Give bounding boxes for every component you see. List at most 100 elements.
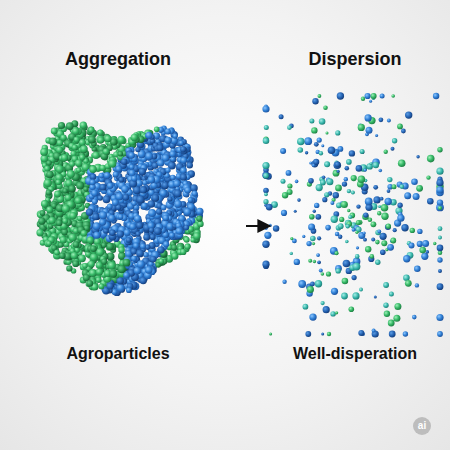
particle — [179, 140, 184, 145]
particle — [326, 132, 329, 135]
particle — [380, 249, 386, 255]
particle — [60, 236, 67, 243]
particle — [379, 169, 383, 173]
particle — [436, 168, 443, 175]
particle — [352, 292, 359, 299]
particle — [88, 260, 95, 267]
particle — [315, 280, 322, 287]
particle — [304, 137, 312, 145]
particle — [74, 137, 80, 143]
particle — [88, 136, 96, 144]
particle — [150, 234, 156, 240]
particle — [397, 214, 404, 221]
particle — [298, 280, 306, 288]
particle — [123, 194, 130, 201]
particle — [46, 241, 52, 247]
particle — [342, 181, 347, 186]
particle — [416, 155, 419, 158]
particle — [422, 240, 429, 247]
particle — [185, 244, 191, 250]
particle — [380, 94, 385, 99]
particle — [437, 245, 444, 252]
particle — [369, 100, 372, 103]
particle — [263, 173, 269, 179]
particle — [123, 259, 131, 267]
particle — [150, 256, 157, 263]
particle — [118, 265, 126, 273]
particle — [421, 253, 428, 260]
particle — [344, 177, 348, 181]
particle — [438, 226, 443, 231]
particle — [387, 177, 392, 182]
particle — [331, 288, 338, 295]
particle — [134, 267, 141, 274]
particle — [318, 94, 322, 98]
particle — [282, 192, 288, 198]
particle — [113, 171, 119, 177]
particle — [414, 266, 421, 273]
particle — [136, 231, 141, 236]
particle — [335, 311, 338, 314]
particle — [67, 170, 75, 178]
particle — [371, 93, 377, 99]
particle — [306, 241, 311, 246]
particle — [97, 137, 104, 144]
particle — [353, 263, 361, 271]
particle — [44, 166, 50, 172]
particle — [389, 331, 396, 338]
particle — [387, 119, 391, 123]
particle — [99, 284, 105, 290]
particle — [88, 245, 96, 253]
particle — [131, 175, 137, 181]
particle — [117, 284, 125, 292]
process-arrow — [246, 225, 270, 227]
particle — [349, 150, 355, 156]
particle — [403, 255, 410, 262]
particle — [126, 237, 131, 242]
particle — [112, 199, 119, 206]
particle — [180, 167, 186, 173]
particle — [96, 268, 103, 275]
aggregate-cluster — [36, 120, 203, 296]
particle — [317, 138, 322, 143]
particle — [124, 229, 131, 236]
particle — [104, 135, 111, 142]
particle — [38, 218, 45, 225]
particle — [365, 93, 371, 99]
particle — [93, 222, 101, 230]
particle — [437, 283, 444, 290]
particle — [436, 186, 443, 193]
particle — [381, 240, 387, 246]
particle — [364, 169, 367, 172]
particle — [82, 263, 88, 269]
particle — [140, 243, 146, 249]
particle — [347, 189, 351, 193]
particle — [417, 241, 423, 247]
particle — [305, 151, 308, 154]
particle — [436, 179, 443, 186]
particle — [131, 256, 137, 262]
particle — [346, 224, 350, 228]
particle — [162, 182, 169, 189]
particle — [393, 315, 400, 322]
particle — [180, 249, 186, 255]
particle — [427, 198, 434, 205]
particle — [341, 293, 348, 300]
particle — [365, 198, 373, 206]
particle — [136, 250, 144, 258]
particle — [73, 241, 80, 248]
particle — [154, 227, 162, 235]
particle — [345, 166, 350, 171]
particle — [118, 247, 125, 254]
particle — [103, 195, 111, 203]
particle — [41, 200, 49, 208]
particle — [352, 275, 357, 280]
particle — [397, 124, 403, 130]
particle — [173, 133, 178, 138]
particle — [349, 306, 355, 312]
particle — [180, 174, 187, 181]
particle — [262, 241, 269, 248]
particle — [415, 283, 419, 287]
particle — [69, 161, 75, 167]
particle — [49, 138, 57, 146]
